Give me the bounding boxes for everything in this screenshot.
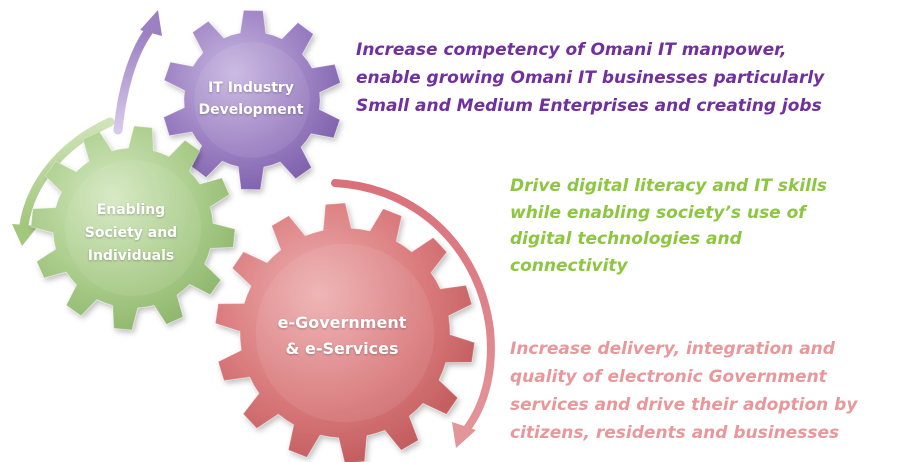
gear-hub (194, 42, 310, 158)
description-line: Drive digital literacy and IT skills (510, 176, 827, 196)
description-line: services and drive their adoption by (510, 395, 858, 415)
arrow-it-industry (113, 10, 162, 135)
description-line: enable growing Omani IT businesses parti… (356, 68, 825, 88)
description-line: Small and Medium Enterprises and creatin… (356, 96, 822, 116)
arrow-enabling-society (12, 117, 115, 246)
gear-label-line: Individuals (87, 248, 175, 264)
gear-label-line: & e-Services (285, 339, 399, 358)
description-e-government: Increase delivery, integration and quali… (510, 335, 857, 447)
gear-label-enabling-society: Enabling Society and Individuals (60, 199, 202, 268)
description-line: while enabling society’s use of (510, 202, 806, 223)
gear-enabling-society (30, 125, 236, 331)
description-line: Increase delivery, integration and (510, 339, 835, 359)
description-line: citizens, residents and businesses (510, 423, 840, 443)
description-line: Increase competency of Omani IT manpower… (356, 40, 787, 60)
gear-label-line: Society and (84, 225, 178, 241)
gear-label-line: Enabling (96, 202, 166, 218)
arrow-e-government (331, 179, 495, 448)
description-line: digital technologies and (510, 229, 742, 249)
description-line: connectivity (510, 255, 628, 276)
gear-label-line: IT Industry (208, 80, 294, 96)
description-it-industry: Increase competency of Omani IT manpower… (356, 36, 824, 120)
gear-label-line: Development (198, 102, 304, 118)
gear-hub (255, 243, 435, 423)
description-line: quality of electronic Government (510, 367, 827, 387)
gear-label-e-government: e-Government & e-Services (250, 310, 434, 362)
gear-label-line: e-Government (277, 313, 407, 332)
gear-hub (65, 160, 201, 296)
gear-e-government (214, 202, 476, 462)
gear-it-industry (163, 9, 341, 191)
gear-label-it-industry: IT Industry Development (178, 77, 324, 121)
description-enabling-society: Drive digital literacy and IT skills whi… (510, 173, 827, 279)
